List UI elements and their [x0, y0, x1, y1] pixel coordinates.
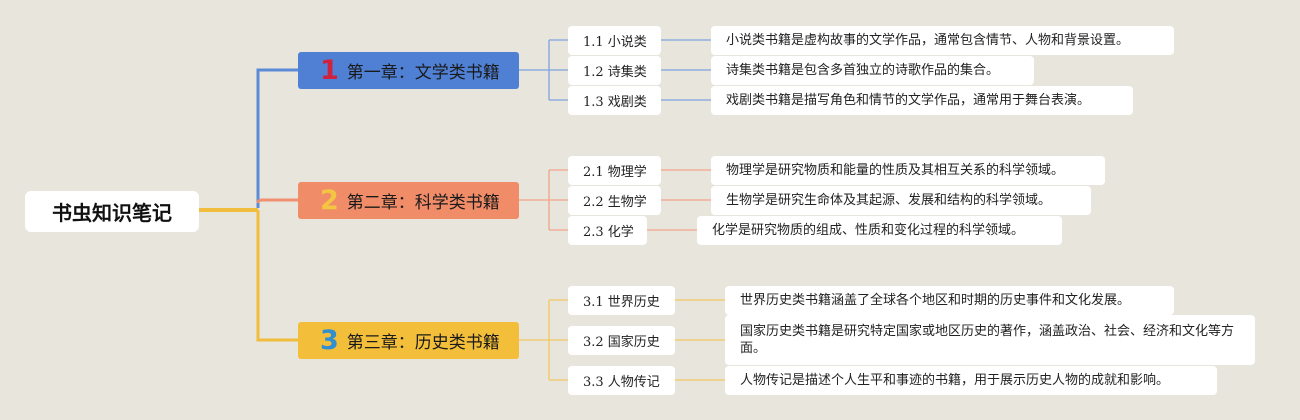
chapter-node-2[interactable]: 2 第二章：科学类书籍 — [298, 182, 519, 219]
desc-node-3-1[interactable]: 世界历史类书籍涵盖了全球各个地区和时期的历史事件和文化发展。 — [725, 286, 1174, 315]
topic-node-1-3[interactable]: 1.3 戏剧类 — [568, 86, 661, 115]
topic-node-3-1[interactable]: 3.1 世界历史 — [568, 286, 675, 315]
topic-label: 3.3 人物传记 — [583, 375, 660, 390]
topic-node-1-1[interactable]: 1.1 小说类 — [568, 26, 661, 55]
chapter-node-3[interactable]: 3 第三章：历史类书籍 — [298, 322, 519, 359]
desc-node-2-3[interactable]: 化学是研究物质的组成、性质和变化过程的科学领域。 — [697, 216, 1062, 245]
chapter-2-sub-connectors — [519, 169, 711, 231]
branch-chapter-3 — [256, 210, 298, 342]
desc-text: 生物学是研究生命体及其起源、发展和结构的科学领域。 — [726, 193, 1052, 208]
topic-label: 2.3 化学 — [583, 225, 634, 240]
desc-node-2-1[interactable]: 物理学是研究物质和能量的性质及其相互关系的科学领域。 — [711, 156, 1105, 185]
topic-node-1-2[interactable]: 1.2 诗集类 — [568, 56, 661, 85]
desc-text: 国家历史类书籍是研究特定国家或地区历史的著作，涵盖政治、社会、经济和文化等方面。 — [740, 324, 1235, 356]
chapter-number-2: 2 — [320, 185, 339, 216]
desc-text: 人物传记是描述个人生平和事迹的书籍，用于展示历史人物的成就和影响。 — [740, 373, 1170, 388]
desc-text: 世界历史类书籍涵盖了全球各个地区和时期的历史事件和文化发展。 — [740, 293, 1131, 308]
topic-label: 2.2 生物学 — [583, 195, 647, 210]
desc-node-3-2[interactable]: 国家历史类书籍是研究特定国家或地区历史的著作，涵盖政治、社会、经济和文化等方面。 — [725, 315, 1255, 365]
chapter-title-2: 第二章：科学类书籍 — [346, 193, 500, 213]
desc-node-1-3[interactable]: 戏剧类书籍是描写角色和情节的文学作品，通常用于舞台表演。 — [711, 86, 1133, 115]
branch-chapter-2 — [256, 198, 298, 204]
desc-node-3-3[interactable]: 人物传记是描述个人生平和事迹的书籍，用于展示历史人物的成就和影响。 — [725, 366, 1217, 395]
desc-text: 戏剧类书籍是描写角色和情节的文学作品，通常用于舞台表演。 — [726, 93, 1091, 108]
topic-label: 1.3 戏剧类 — [583, 95, 647, 110]
topic-label: 1.2 诗集类 — [583, 65, 647, 80]
desc-node-2-2[interactable]: 生物学是研究生命体及其起源、发展和结构的科学领域。 — [711, 186, 1091, 215]
topic-node-2-2[interactable]: 2.2 生物学 — [568, 186, 661, 215]
chapter-title-3: 第三章：历史类书籍 — [346, 333, 500, 353]
desc-text: 诗集类书籍是包含多首独立的诗歌作品的集合。 — [726, 63, 1000, 78]
desc-node-1-2[interactable]: 诗集类书籍是包含多首独立的诗歌作品的集合。 — [711, 56, 1034, 85]
chapter-number-1: 1 — [320, 55, 339, 86]
branch-chapter-1 — [256, 68, 298, 208]
topic-label: 3.2 国家历史 — [583, 335, 660, 350]
desc-node-1-1[interactable]: 小说类书籍是虚构故事的文学作品，通常包含情节、人物和背景设置。 — [711, 26, 1174, 55]
topic-node-2-1[interactable]: 2.1 物理学 — [568, 156, 661, 185]
chapter-node-1[interactable]: 1 第一章：文学类书籍 — [298, 52, 519, 89]
chapter-3-sub-connectors — [519, 299, 725, 381]
topic-node-3-2[interactable]: 3.2 国家历史 — [568, 326, 675, 355]
topic-node-3-3[interactable]: 3.3 人物传记 — [568, 366, 675, 395]
root-node[interactable]: 书虫知识笔记 — [25, 191, 199, 232]
chapter-number-3: 3 — [320, 325, 339, 356]
desc-text: 化学是研究物质的组成、性质和变化过程的科学领域。 — [712, 223, 1025, 238]
root-label: 书虫知识笔记 — [52, 201, 172, 225]
topic-label: 1.1 小说类 — [583, 35, 647, 50]
topic-node-2-3[interactable]: 2.3 化学 — [568, 216, 647, 245]
topic-label: 2.1 物理学 — [583, 165, 647, 180]
desc-text: 小说类书籍是虚构故事的文学作品，通常包含情节、人物和背景设置。 — [726, 33, 1130, 48]
chapter-1-sub-connectors — [519, 39, 711, 101]
topic-label: 3.1 世界历史 — [583, 295, 660, 310]
chapter-title-1: 第一章：文学类书籍 — [346, 63, 500, 83]
desc-text: 物理学是研究物质和能量的性质及其相互关系的科学领域。 — [726, 163, 1065, 178]
